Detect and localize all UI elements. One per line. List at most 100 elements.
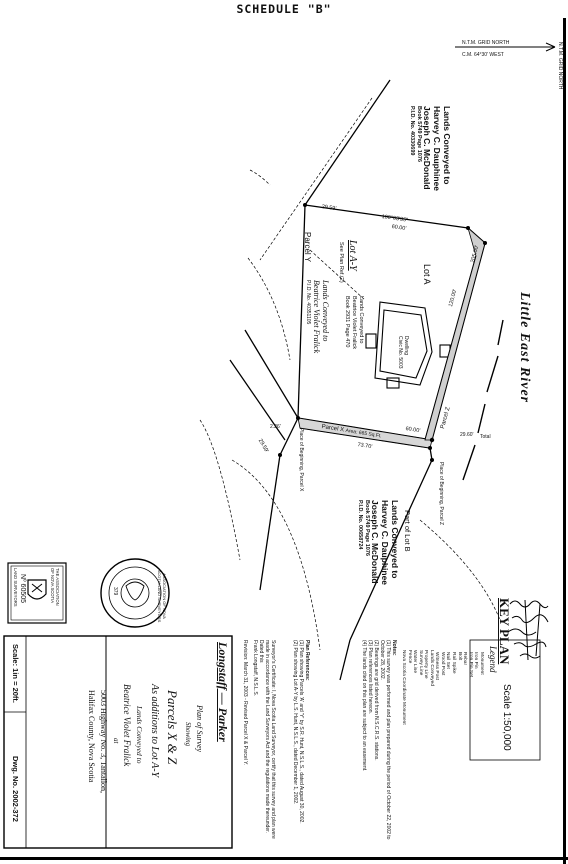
north-arrow-icon <box>455 42 556 52</box>
legend-item: Iron Pin <box>473 652 479 669</box>
dwelling-label: Dwelling Civic No. 5003 <box>397 336 409 369</box>
lands-bottom-line5: P.I.D. No. 00658724 <box>357 500 363 550</box>
association-line2: OF NOVA SCOTIA <box>50 568 55 604</box>
title-scale: Scale: 1in = 20ft. <box>11 644 20 703</box>
legend-item: Witness Post <box>434 652 440 680</box>
legend-item: Wood Post <box>439 652 445 676</box>
lands-violet-inner-label: Lands Conveyed to Beatrice Violet Fralic… <box>343 296 364 349</box>
north-arrow-text-2: C.M. 64°30' WEST <box>462 52 504 58</box>
legend-frame <box>469 639 541 761</box>
plan-of-survey: Plan of Survey <box>195 705 204 753</box>
north-arrow-text-1: N.T.M. GRID NORTH <box>462 40 510 46</box>
dwelling-line1: Dwelling <box>403 336 409 355</box>
key-plan-map <box>507 599 549 661</box>
survey-monuments <box>278 203 487 462</box>
lands-violet-line2: Beatrice Violet Fralick <box>351 296 357 350</box>
legend-item: Monument <box>479 652 484 675</box>
river-name: Little East River <box>517 292 532 404</box>
note-item: (2) Bearings are grid derived from N.S.C… <box>373 640 379 761</box>
part-lot-b-label: Part of Lot B <box>403 510 412 552</box>
lands-violet-upper-line3: P.I.D. No. 40351105 <box>305 280 311 325</box>
note-item: (4) The lands cited on this plan are sub… <box>361 640 367 772</box>
surveyor-seal <box>100 558 170 628</box>
lands-violet-label: Lands Conveyed to Beatrice Violet Fralic… <box>303 280 330 353</box>
firm-name: Longstaff — Parker <box>216 642 230 742</box>
legend-item: Rail Spike <box>451 652 457 674</box>
note-item: (1) This survey was performed and plan p… <box>379 640 391 840</box>
lands-top-line1: Lands Conveyed to <box>442 106 452 185</box>
lands-violet-line1: Lands Conveyed to <box>358 296 364 344</box>
lands-violet-line3: Book 2931 Page 470 <box>344 296 350 348</box>
place-beginning-x: Place of Beginning, Parcel X <box>298 428 304 492</box>
lands-bottom-line3: Joseph C. McDonald <box>370 500 380 584</box>
plan-reference-item: (1) Plan showing Parcels 'A' and 'Y' by … <box>298 640 304 824</box>
sheet-border-bottom <box>0 857 568 860</box>
legend-symbol: Water Line <box>412 650 418 674</box>
association-stamp-line3: LAND SURVEYORS <box>13 568 18 607</box>
certificate-text: Surveyor's Certificate: I, Nova Scotia L… <box>264 640 276 839</box>
title-parcels: Parcels X & Z <box>165 690 180 765</box>
dwelling-footprint <box>365 301 451 389</box>
legend-symbol: Lands Conveyed <box>429 650 434 687</box>
lands-top-line5: P.I.D. No. 40330699 <box>409 106 415 156</box>
notes-title: Notes: <box>391 640 397 656</box>
schedule-title: SCHEDULE "B" <box>236 2 332 16</box>
lands-top-label: Lands Conveyed to Harvey C. Dauphinee Jo… <box>408 106 452 191</box>
sheet-border-right <box>563 18 566 864</box>
legend-title: Legend <box>488 646 498 673</box>
lands-top-line2: Harvey C. Dauphinee <box>432 106 442 192</box>
title-county: Halifax County, Nova Scotia <box>87 690 96 783</box>
lands-bottom-label: Lands Conveyed to Harvey C. Dauphinee Jo… <box>356 500 400 585</box>
association-stamp-number: Nº 60505 <box>19 574 26 604</box>
key-plan-scale: Scale 1:50,000 <box>501 684 512 751</box>
legend-symbol: Fence <box>406 650 412 664</box>
plan-references-block: Plan References: (1) Plan showing Parcel… <box>292 640 310 850</box>
notes-block: Notes: (1) This survey was performed and… <box>361 640 397 850</box>
seal-number: 379 <box>112 587 118 596</box>
dwelling-line2: Civic No. 5003 <box>397 336 403 369</box>
see-plan-label: See Plan Ref.(2) <box>338 242 344 283</box>
lot-a-y-label: Lot A-Y <box>347 240 358 271</box>
title-block-frame <box>3 635 233 849</box>
parcel-z-strip <box>424 226 486 441</box>
legend-symbol: Survey Line <box>417 650 423 676</box>
legend-symbol: Nova Scotia Coordinate Monument <box>401 650 407 725</box>
dimension-d9: 29.60' <box>460 432 474 438</box>
association-stamp-text: THE ASSOCIATION OF NOVA SCOTIA <box>50 568 60 606</box>
lands-bottom-line2: Harvey C. Dauphinee <box>380 500 390 586</box>
title-dwg-number: Dwg. No. 2002-372 <box>11 756 20 822</box>
certificate-signed: Frank Longstaff, N.S.L.S. <box>252 640 258 697</box>
legend-symbol: Property Line <box>423 650 429 679</box>
lands-top-line3: Joseph C. McDonald <box>422 106 432 190</box>
title-address: 5003 Highway No. 3, Tantallon, <box>99 690 108 794</box>
lot-a-label: Lot A <box>422 264 432 285</box>
association-line1: THE ASSOCIATION <box>55 568 60 606</box>
legend-item: Nail Set <box>445 652 451 669</box>
total-label: Total <box>480 434 491 440</box>
lands-bottom-line1: Lands Conveyed to <box>390 500 400 579</box>
association-stamp <box>7 562 67 624</box>
title-showing: Showing <box>184 722 192 747</box>
title-at: at <box>112 738 120 744</box>
place-beginning-z: Place of Beginning, Parcel Z <box>438 462 444 526</box>
lands-violet-upper-line2: Beatrice Violet Fralick <box>312 280 321 354</box>
parcel-y-label: Parcel Y <box>303 232 312 263</box>
legend-item: Bolt <box>456 652 462 661</box>
revision-note: Revision: March 31, 2003 - Revised Parce… <box>242 640 248 766</box>
plan-references-title: Plan References: <box>304 640 310 681</box>
lands-violet-upper-line1: Lands Conveyed to <box>321 280 330 342</box>
survey-lines <box>199 97 501 651</box>
dimension-d8: 2.26' <box>270 424 281 430</box>
shield-icon <box>27 579 47 600</box>
lands-top-line4: Book 5749 Page 1076 <box>416 106 422 162</box>
lands-bottom-line4: Book 5749 Page 1076 <box>364 500 370 556</box>
seal-text: ASSOCIATION OF NOVA SCOTIA LAND SURVEYOR… <box>157 569 167 623</box>
river-bank <box>462 319 504 481</box>
title-owner: Beatrice Violet Fralick <box>122 684 132 767</box>
certificate-block: Surveyor's Certificate: I, Nova Scotia L… <box>252 640 276 840</box>
legend-item: Iron Pin Set <box>467 652 473 678</box>
legend-symbols: Lands Conveyed Property Line Survey Line… <box>400 650 434 725</box>
key-plan-title: KEY PLAN <box>497 598 512 665</box>
